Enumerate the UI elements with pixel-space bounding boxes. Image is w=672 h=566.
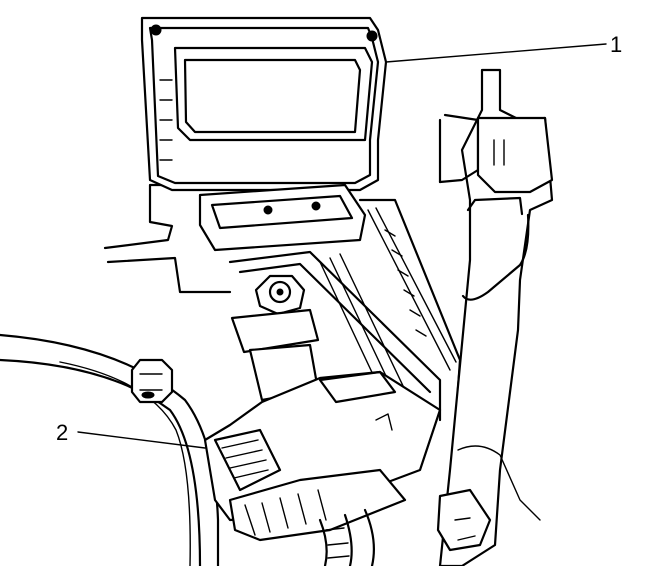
body-panel-outline: [0, 183, 232, 566]
callout-2-label: 2: [56, 420, 68, 445]
wire-harness: [318, 508, 375, 566]
callout-1-label: 1: [610, 32, 622, 57]
control-module: [140, 16, 388, 252]
callout-2-leader: [77, 431, 206, 449]
mounting-bracket: [228, 198, 462, 432]
callout-1-leader: [385, 43, 607, 63]
callout-1: 1: [385, 32, 622, 63]
wiring-connector: [203, 343, 442, 542]
callout-2: 2: [56, 420, 206, 449]
nut-and-stud: [230, 274, 320, 354]
side-bracket: [436, 68, 554, 566]
mounting-bolt: [130, 358, 174, 404]
